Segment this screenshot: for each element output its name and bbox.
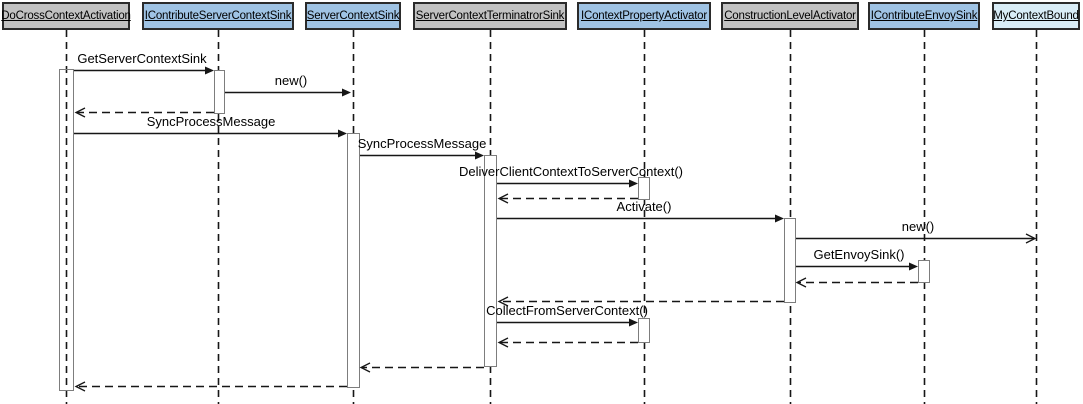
- arrowhead-filled-7: [775, 214, 784, 223]
- arrowhead-filled-5: [629, 179, 638, 188]
- arrowhead-open-8: [1025, 233, 1037, 244]
- participant-box-ServerContextTerminatrorSink: ServerContextTerminatrorSink: [413, 2, 567, 30]
- arrowhead-open-11: [497, 296, 509, 307]
- arrowhead-open-14: [359, 362, 371, 373]
- arrowhead-filled-3: [338, 129, 347, 138]
- arrowhead-open-2: [74, 107, 86, 118]
- message-label-4: SyncProcessMessage: [357, 136, 487, 151]
- message-label-9: GetEnvoySink(): [813, 247, 905, 262]
- arrowhead-open-10: [795, 277, 807, 288]
- participant-box-ServerContextSink: ServerContextSink: [305, 2, 401, 30]
- arrowhead-open-15: [74, 381, 86, 392]
- arrowhead-filled-12: [629, 318, 638, 327]
- arrowhead-filled-4: [475, 151, 484, 160]
- message-label-7: Activate(): [616, 199, 672, 214]
- activation-bar-ServerContextTerminatrorSink: [484, 155, 497, 367]
- arrowhead-open-13: [497, 337, 509, 348]
- arrowhead-filled-0: [205, 66, 214, 75]
- participant-box-MyContextBound: MyContextBound: [992, 2, 1080, 30]
- activation-bar-ConstructionLevelActivator: [784, 218, 796, 303]
- message-label-0: GetServerContextSink: [77, 51, 207, 66]
- message-label-8: new(): [901, 219, 935, 234]
- activation-bar-ServerContextSink: [347, 133, 360, 388]
- arrowhead-filled-9: [909, 262, 918, 271]
- participant-box-DoCrossContextActivation: DoCrossContextActivation: [1, 2, 131, 30]
- message-label-3: SyncProcessMessage: [146, 114, 276, 129]
- participant-box-IContributeEnvoySink: IContributeEnvoySink: [868, 2, 980, 30]
- activation-bar-IContextPropertyActivator: [638, 318, 650, 343]
- message-label-1: new(): [274, 73, 308, 88]
- arrowhead-open-6: [497, 193, 509, 204]
- participant-box-IContributeServerContextSink: IContributeServerContextSink: [142, 2, 294, 30]
- activation-bar-IContextPropertyActivator: [638, 177, 650, 200]
- activation-bar-IContributeServerContextSink: [214, 70, 225, 114]
- participant-box-ConstructionLevelActivator: ConstructionLevelActivator: [721, 2, 859, 30]
- activation-bar-IContributeEnvoySink: [918, 260, 930, 283]
- activation-bar-DoCrossContextActivation: [59, 69, 74, 391]
- participant-box-IContextPropertyActivator: IContextPropertyActivator: [577, 2, 711, 30]
- message-label-5: DeliverClientContextToServerContext(): [459, 164, 683, 179]
- message-label-12: CollectFromServerContext(): [486, 303, 648, 318]
- arrowhead-filled-1: [342, 88, 351, 97]
